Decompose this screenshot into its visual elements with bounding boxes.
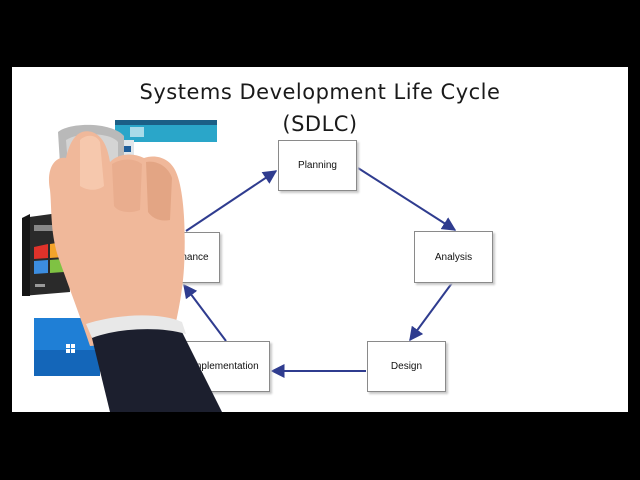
hand-icon <box>48 131 222 412</box>
edge-mask <box>630 70 640 400</box>
node-design-label: Design <box>390 361 423 372</box>
arrow-analysis-to-design <box>409 282 453 342</box>
node-analysis-label: Analysis <box>434 251 473 263</box>
arrow-implementation-to-maintenance <box>183 283 227 342</box>
node-planning: Planning <box>278 140 357 191</box>
arrow-planning-to-analysis <box>357 167 457 231</box>
arrow-maintenance-to-planning <box>185 170 278 232</box>
node-analysis: Analysis <box>414 231 493 283</box>
node-planning-label: Planning <box>298 160 337 171</box>
diagram-title: Systems Development Life Cycle <box>139 80 501 104</box>
diagram-subtitle: (SDLC) <box>282 112 358 136</box>
node-design: Design <box>367 341 446 392</box>
node-implementation-label: Implementation <box>190 361 259 372</box>
